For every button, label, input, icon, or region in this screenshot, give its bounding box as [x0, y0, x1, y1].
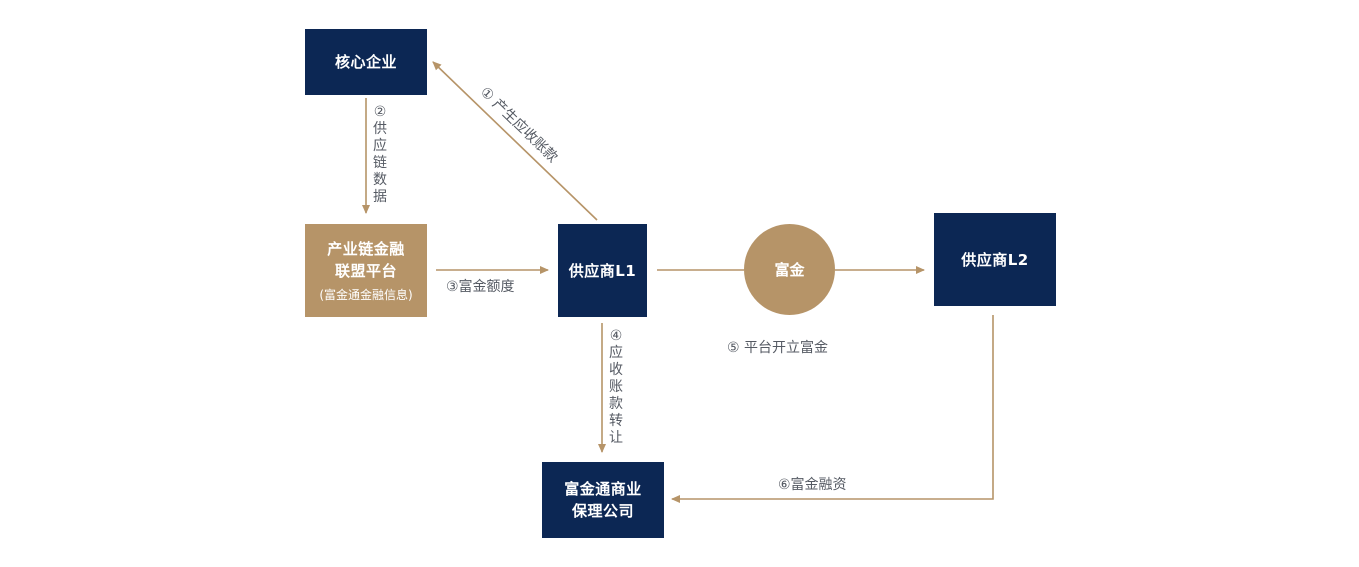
edge-label-4: ④应收账款转让: [609, 328, 623, 446]
edge-label-3: ③富金额度: [446, 279, 515, 295]
node-platform-sub: (富金通金融信息): [319, 287, 413, 302]
node-supplier-l2-label: 供应商L2: [961, 250, 1029, 269]
node-factoring: 富金通商业 保理公司: [542, 462, 664, 538]
node-platform-line2: 联盟平台: [334, 261, 397, 280]
node-fujin-label: 富金: [774, 261, 805, 279]
node-platform: 产业链金融 联盟平台 (富金通金融信息): [305, 224, 427, 317]
node-core-enterprise-label: 核心企业: [334, 53, 397, 71]
node-supplier-l1-label: 供应商L1: [568, 261, 637, 280]
node-fujin: 富金: [744, 224, 835, 315]
arrow-l1-to-core: [432, 61, 598, 221]
node-supplier-l1: 供应商L1: [558, 224, 647, 317]
node-core-enterprise: 核心企业: [305, 29, 427, 95]
edge-label-6: ⑥富金融资: [778, 477, 847, 493]
edge-label-2: ②供应链数据: [373, 104, 387, 205]
arrow-l2-to-factoring: [671, 315, 994, 503]
node-platform-line1: 产业链金融: [327, 239, 405, 258]
edge-label-5: ⑤ 平台开立富金: [727, 340, 829, 356]
node-supplier-l2: 供应商L2: [934, 213, 1056, 306]
node-factoring-line1: 富金通商业: [564, 480, 642, 498]
node-factoring-line2: 保理公司: [571, 502, 634, 520]
